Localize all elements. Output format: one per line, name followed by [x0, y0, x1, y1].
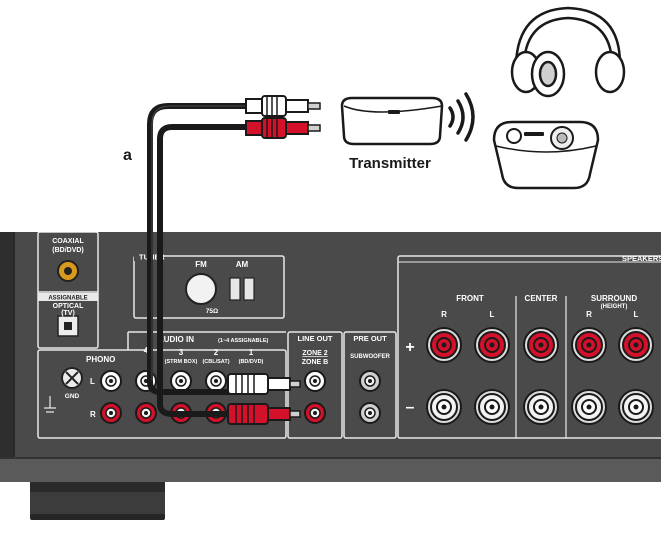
- transmitter-label: Transmitter: [349, 155, 431, 172]
- surround-label: SURROUND: [591, 294, 637, 303]
- speaker-plus-terminal: [474, 327, 510, 363]
- input-2-label: 2: [214, 348, 219, 357]
- speakers-label: SPEAKERS: [622, 254, 661, 263]
- audio-in-l-jack: [170, 370, 192, 392]
- center-label: CENTER: [525, 294, 558, 303]
- assignable-badge: ASSIGNABLE: [48, 296, 87, 302]
- headphones-icon: [510, 6, 626, 98]
- cable-label: a: [123, 147, 132, 164]
- zone2-r-jack: [304, 402, 326, 424]
- gnd-label: GND: [65, 393, 80, 400]
- fm-label: FM: [195, 260, 207, 269]
- input-4-label: 4: [144, 346, 149, 355]
- phono-l-jack: [100, 370, 122, 392]
- speaker-plus-terminal: [523, 327, 559, 363]
- line-out-label: LINE OUT: [298, 334, 333, 343]
- speaker-plus-terminal: [426, 327, 462, 363]
- phono-label: PHONO: [86, 355, 115, 364]
- audio-in-r-jack: [135, 402, 157, 424]
- top-rca-plugs: [245, 95, 321, 139]
- speaker-minus-terminal: [618, 389, 654, 425]
- zone2-l-jack: [304, 370, 326, 392]
- input-1-label: 1: [249, 348, 254, 357]
- headphone-receiver-unit: [492, 120, 600, 190]
- phono-r-label: R: [90, 410, 96, 419]
- speaker-minus-terminal: [426, 389, 462, 425]
- optical-label: OPTICAL: [53, 303, 84, 310]
- front-r-label: R: [441, 310, 447, 319]
- audio-cable: [147, 103, 251, 417]
- surround-l-label: L: [634, 310, 639, 319]
- speaker-minus-terminal: [474, 389, 510, 425]
- phono-r-jack: [100, 402, 122, 424]
- input-2-source: (CBL/SAT): [202, 359, 229, 365]
- speaker-plus-terminal: [618, 327, 654, 363]
- subwoofer-jack-1: [359, 370, 381, 392]
- receiver-foot: [30, 482, 165, 520]
- coaxial-source-label: (BD/DVD): [52, 247, 84, 254]
- subwoofer-label: SUBWOOFER: [350, 354, 390, 360]
- phono-l-label: L: [90, 377, 95, 386]
- subwoofer-jack-2: [359, 402, 381, 424]
- front-label: FRONT: [456, 294, 484, 303]
- coaxial-label: COAXIAL: [52, 238, 84, 245]
- speaker-terminals: [426, 327, 654, 425]
- input-3-label: 3: [179, 348, 184, 357]
- pre-out-label: PRE OUT: [353, 334, 387, 343]
- audio-in-l-jack: [205, 370, 227, 392]
- surround-r-label: R: [586, 310, 592, 319]
- height-label: (HEIGHT): [601, 304, 628, 310]
- speaker-minus-terminal: [571, 389, 607, 425]
- front-l-label: L: [490, 310, 495, 319]
- audio-in-label: AUDIO IN: [158, 335, 194, 344]
- ohm-label: 75Ω: [206, 308, 218, 315]
- audio-in-note: (1~4 ASSIGNABLE): [218, 338, 269, 344]
- transmitter-device: [340, 96, 444, 146]
- input-rca-plugs: [227, 373, 301, 425]
- zoneb-label: ZONE B: [302, 359, 328, 366]
- input-3-source: (STRM BOX): [165, 359, 198, 365]
- plus-label: +: [405, 339, 414, 356]
- input-1-source: (BD/DVD): [239, 359, 264, 365]
- zone2-label: ZONE 2: [302, 350, 327, 357]
- optical-source-label: (TV): [61, 310, 75, 317]
- speaker-minus-terminal: [523, 389, 559, 425]
- wireless-signal-icon: [448, 92, 475, 142]
- minus-label: –: [406, 399, 415, 416]
- speaker-plus-terminal: [571, 327, 607, 363]
- am-label: AM: [236, 260, 249, 269]
